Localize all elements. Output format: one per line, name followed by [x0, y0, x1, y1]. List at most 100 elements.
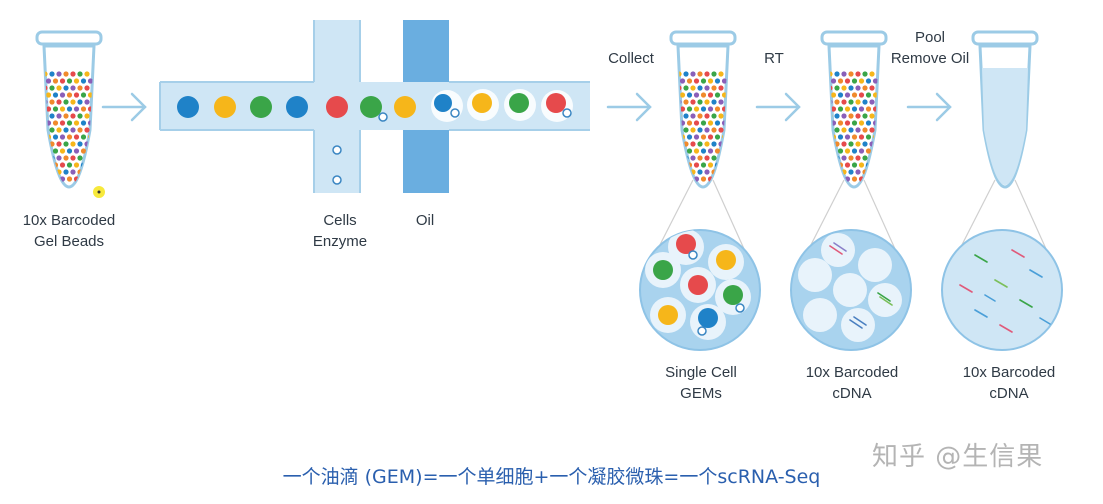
- tube-dot: [707, 148, 714, 154]
- tube-dot: [697, 141, 703, 147]
- tube-dot: [77, 141, 83, 147]
- tube-dot: [59, 106, 66, 112]
- tube-dot: [834, 169, 840, 175]
- tube-dot: [862, 113, 868, 119]
- arrow-right-icon: [906, 92, 952, 122]
- tube-dot: [834, 85, 840, 91]
- gems-zoom-circle: [639, 229, 761, 351]
- tube-dot: [56, 113, 62, 119]
- tube-dot: [700, 148, 707, 154]
- tube-dot: [862, 85, 868, 91]
- tube-dot: [59, 162, 66, 168]
- tube-dot: [855, 113, 861, 119]
- tube-dot: [704, 71, 710, 77]
- tube-dot: [704, 141, 710, 147]
- tube-dot: [693, 120, 700, 126]
- tube-dot: [66, 92, 73, 98]
- tube-dot: [837, 120, 844, 126]
- tube-dot: [841, 99, 847, 105]
- tube-dot: [848, 169, 854, 175]
- cursor-dot: [97, 190, 101, 194]
- tube-dot: [66, 78, 73, 84]
- tube-dot: [73, 106, 80, 112]
- tube-dot: [858, 106, 865, 112]
- tube-dot: [59, 148, 66, 154]
- tube-dot: [700, 92, 707, 98]
- tube-dot: [714, 120, 721, 126]
- tube-dot: [718, 169, 724, 175]
- tube-dot: [77, 113, 83, 119]
- tube-dot: [52, 92, 59, 98]
- tube-dot: [830, 162, 837, 168]
- tube-dot: [56, 141, 62, 147]
- tube-dot: [77, 127, 83, 133]
- tube-dot: [718, 71, 724, 77]
- tube-dot: [66, 176, 73, 182]
- tube-dot: [714, 78, 721, 84]
- tube-dot: [851, 92, 858, 98]
- tube-dot: [707, 120, 714, 126]
- tube-dot: [865, 120, 872, 126]
- tube-dot: [714, 134, 721, 140]
- tube-dot: [855, 71, 861, 77]
- tube-dot: [49, 127, 55, 133]
- tube-dot: [44, 99, 48, 105]
- tube-dot: [841, 85, 847, 91]
- tube-dot: [73, 92, 80, 98]
- tube-dot: [711, 127, 717, 133]
- tube-dot: [700, 176, 707, 182]
- tube-dot: [679, 162, 686, 168]
- tube-dot: [70, 141, 76, 147]
- tube-dot: [714, 148, 721, 154]
- tube-dot: [704, 113, 710, 119]
- tube-dot: [848, 99, 854, 105]
- cdna-gems-zoom-circle: [790, 229, 912, 351]
- tube-dot: [63, 155, 69, 161]
- tube-dot: [851, 120, 858, 126]
- tube-dot: [77, 155, 83, 161]
- tube-dot: [858, 148, 865, 154]
- tube-dot: [63, 113, 69, 119]
- tube-dot: [693, 92, 700, 98]
- tube-dot: [45, 162, 52, 168]
- tube-dot: [73, 120, 80, 126]
- tube-dot: [66, 162, 73, 168]
- tube-dot: [862, 127, 868, 133]
- tube-dot: [721, 176, 728, 182]
- tube-dot: [858, 162, 865, 168]
- tube-dot: [66, 120, 73, 126]
- tube-dot: [869, 127, 875, 133]
- tube-dot: [844, 78, 851, 84]
- tube-dot: [697, 85, 703, 91]
- tube-dot: [844, 148, 851, 154]
- tube-dot: [679, 78, 686, 84]
- tube-dot: [678, 141, 682, 147]
- tube-dot: [829, 155, 833, 161]
- tube-dot: [63, 169, 69, 175]
- tube-dot: [858, 134, 865, 140]
- tube-dot: [683, 169, 689, 175]
- tube-dot: [851, 148, 858, 154]
- tube-dot: [872, 78, 879, 84]
- tube-dot: [45, 176, 52, 182]
- tube-dot: [73, 148, 80, 154]
- tube-dot: [704, 169, 710, 175]
- pooled-cdna-zoom-circle: [941, 229, 1063, 351]
- tube-dot: [862, 155, 868, 161]
- watermark: 知乎 @生信果: [872, 442, 1044, 472]
- tube-dot: [686, 148, 693, 154]
- tube-dot: [711, 85, 717, 91]
- tube-dot: [44, 169, 48, 175]
- tube-dot: [829, 99, 833, 105]
- tube-dot: [63, 141, 69, 147]
- gel-beads-tube: [35, 30, 103, 189]
- tube-dot: [844, 162, 851, 168]
- tube-dot: [77, 99, 83, 105]
- tube-dot: [700, 106, 707, 112]
- tube-dot: [865, 92, 872, 98]
- tube-dot: [697, 99, 703, 105]
- arrow-right-icon: [101, 92, 147, 122]
- collect-tube: [669, 30, 737, 189]
